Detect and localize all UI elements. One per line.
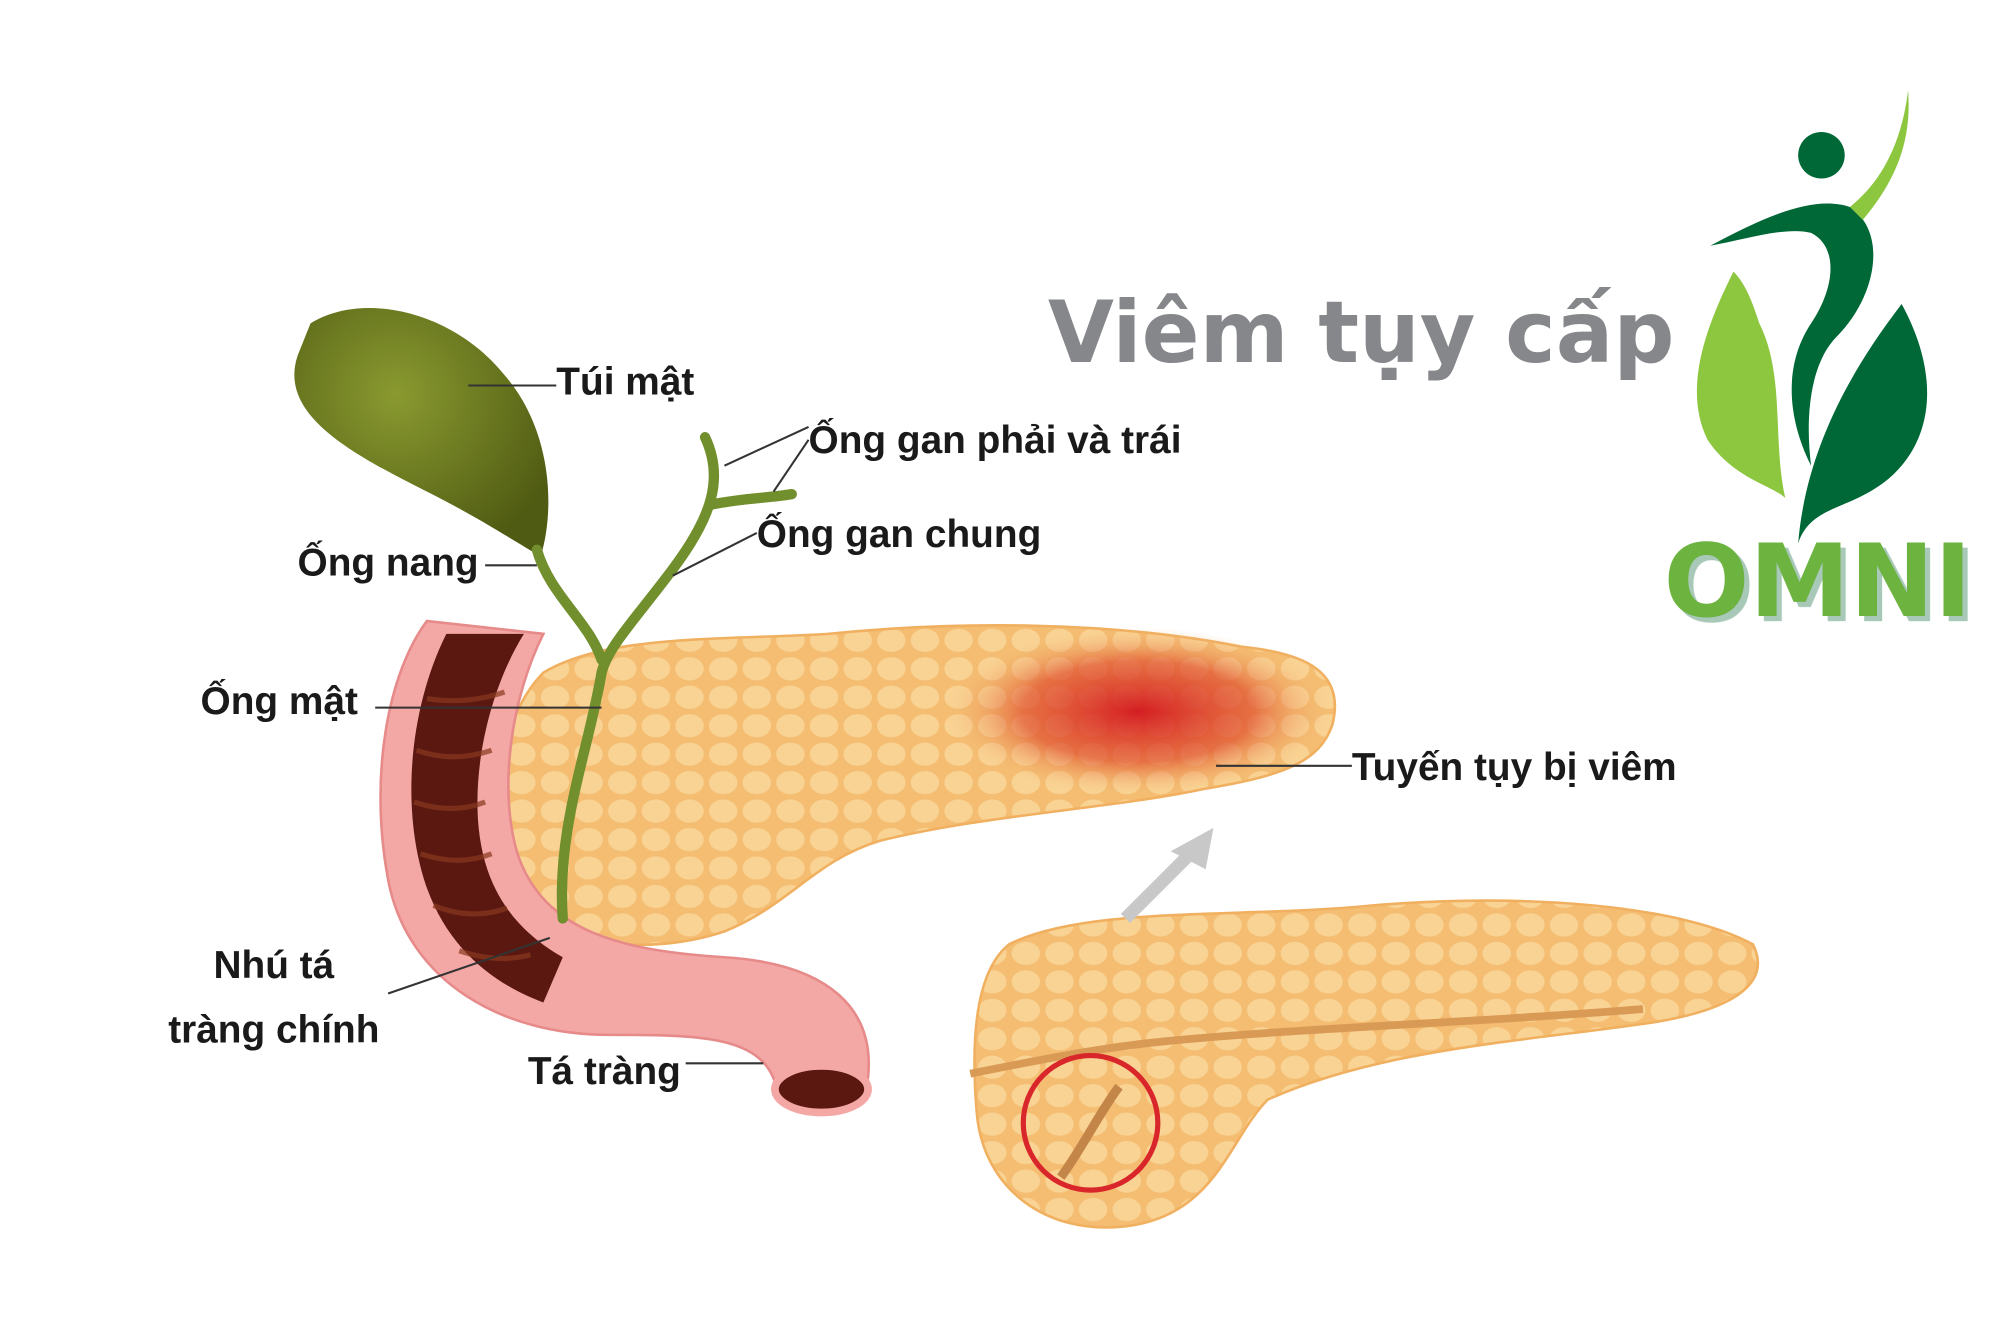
gallbladder	[294, 308, 549, 557]
blocked-duct	[1057, 1083, 1123, 1180]
pancreatic-duct	[969, 1005, 1644, 1078]
duodenum-opening	[771, 1062, 872, 1117]
label-bile-duct: Ống mật	[201, 678, 358, 723]
label-cystic-duct: Ống nang	[298, 540, 479, 585]
omni-logo: OMNI	[1664, 90, 1972, 640]
logo-text: OMNI	[1664, 522, 1972, 640]
duodenum-folds	[413, 689, 532, 961]
label-common-hepatic-duct: Ống gan chung	[757, 511, 1041, 556]
pancreas-normal	[973, 899, 1760, 1229]
label-gallbladder: Túi mật	[556, 361, 694, 404]
logo-head-icon	[1798, 131, 1845, 179]
pointer-lines	[375, 384, 1352, 1065]
arrow-icon	[1120, 849, 1195, 924]
highlight-circle	[1020, 1052, 1161, 1193]
bile-ducts	[531, 432, 797, 924]
diagram-title: Viêm tụy cấp	[1048, 284, 1675, 383]
inflammation-area	[944, 627, 1333, 796]
label-hepatic-ducts: Ống gan phải và trái	[809, 417, 1182, 462]
label-duodenum: Tá tràng	[528, 1050, 681, 1093]
label-papilla-1: Nhú tá	[213, 944, 334, 987]
arrow-head-icon	[1170, 827, 1214, 870]
label-inflamed-pancreas: Tuyến tụy bị viêm	[1352, 746, 1677, 789]
label-papilla-2: tràng chính	[168, 1009, 379, 1052]
